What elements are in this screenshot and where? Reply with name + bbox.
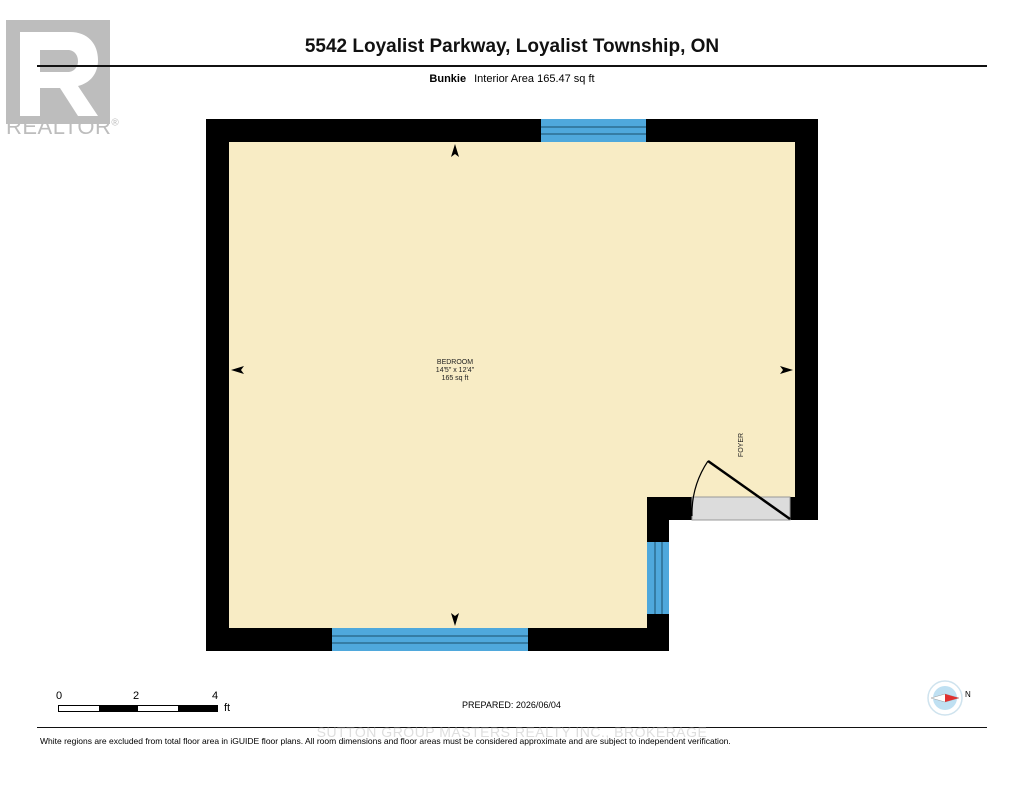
compass-label: N [965,690,971,699]
page-title: 5542 Loyalist Parkway, Loyalist Township… [304,36,720,57]
scale-tick-2: 2 [133,690,140,702]
compass-icon [927,680,963,716]
window-right-notch [647,542,669,614]
realtor-wordmark: REALTOR® [6,114,120,139]
dimension-arrow-left [231,366,244,374]
scale-bar-graphic [58,705,218,712]
scale-tick-4: 4 [212,690,219,702]
room-name-bedroom: BEDROOM [437,359,473,366]
dimension-arrow-top [451,144,459,157]
subtitle: Bunkie Interior Area 165.47 sq ft [0,73,1024,85]
dimension-arrow-bottom [451,613,459,626]
window-top [541,119,646,142]
door-leaf [707,459,791,521]
compass: N [926,680,976,718]
bedroom-floor [229,142,795,628]
brokerage-watermark: SUTTON GROUP MASTERS REALTY INC., BROKER… [316,724,708,740]
door-swing-arc [691,460,709,517]
realtor-logo-icon [6,20,110,124]
disclaimer: White regions are excluded from total fl… [40,736,731,746]
window-bottom [332,628,528,651]
title-divider [37,65,987,67]
room-area-bedroom: 165 sq ft [442,375,469,382]
room-name-foyer: FOYER [738,433,745,457]
footer-divider [37,727,987,728]
room-dimensions-bedroom: 14'5" x 12'4" [436,367,475,374]
interior-area: Interior Area 165.47 sq ft [474,73,595,85]
scale-unit: ft [224,702,231,714]
prepared-date: PREPARED: 2026/06/04 [462,700,561,710]
building-label: Bunkie [429,73,467,85]
scale-tick-0: 0 [56,690,63,702]
scale-bar: 0 2 4 ft [56,690,258,720]
dimension-arrow-right [780,366,793,374]
